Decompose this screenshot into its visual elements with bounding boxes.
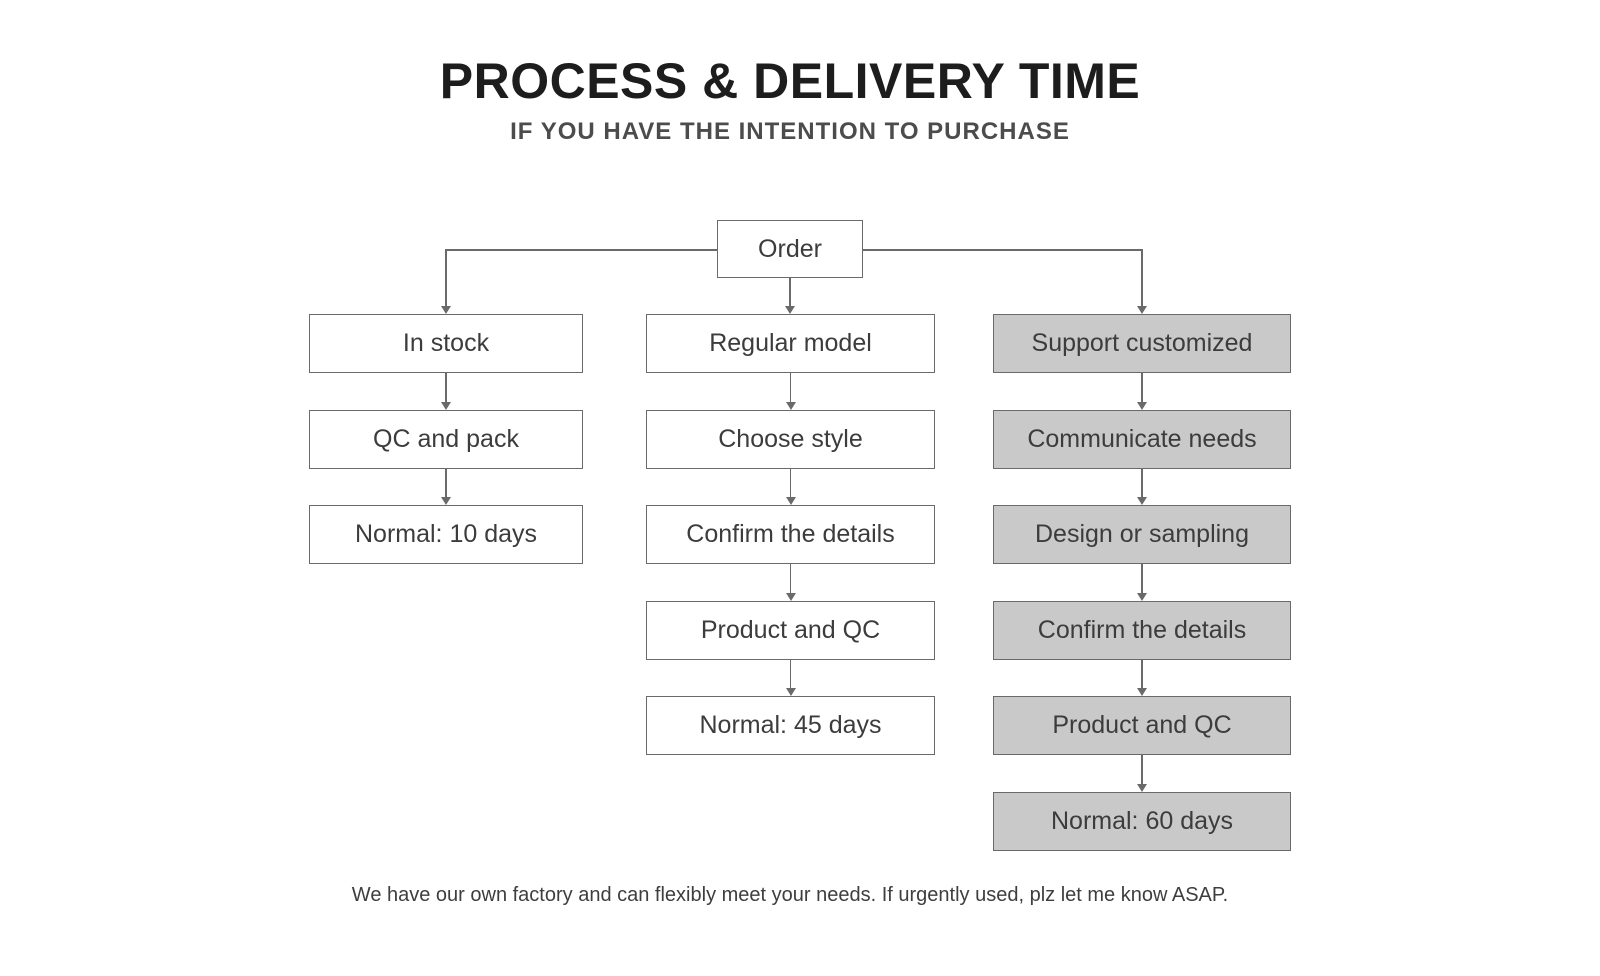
connector-horizontal-left: [445, 249, 718, 251]
connector-line: [445, 373, 447, 402]
flow-node-regular-model-0: Regular model: [646, 314, 935, 373]
arrow-down-icon: [1137, 592, 1147, 601]
arrow-down-connector: [646, 659, 935, 696]
connector-horizontal-right: [863, 249, 1143, 251]
page-subtitle: IF YOU HAVE THE INTENTION TO PURCHASE: [510, 118, 1070, 145]
connector-line: [1141, 373, 1143, 402]
connector-line: [789, 468, 792, 498]
arrow-down-icon: [441, 497, 451, 505]
arrow-down-connector: [993, 755, 1291, 792]
connector-line: [445, 468, 447, 498]
arrow-down-icon: [441, 401, 451, 410]
footer-note: We have our own factory and can flexibly…: [351, 884, 1229, 906]
arrow-down-connector: [646, 373, 935, 410]
connector-line: [1141, 659, 1143, 689]
connector-vertical-right: [1141, 249, 1143, 306]
arrow-down-connector: [309, 468, 583, 505]
arrow-down-connector: [993, 373, 1291, 410]
connector-line: [1141, 564, 1143, 593]
flow-node-support-customized-0: Support customized: [993, 314, 1291, 373]
flow-node-support-customized-4: Product and QC: [993, 696, 1291, 755]
arrow-down-icon: [1137, 497, 1147, 505]
flow-node-order: Order: [717, 220, 863, 278]
connector-vertical-center: [789, 278, 791, 306]
arrow-down-connector: [993, 564, 1291, 601]
connector-line: [1141, 755, 1143, 784]
connector-line: [789, 564, 792, 593]
arrow-down-connector: [646, 468, 935, 505]
connector-line: [789, 659, 792, 689]
arrow-down-icon: [785, 688, 796, 696]
flow-node-regular-model-2: Confirm the details: [646, 505, 935, 564]
flow-node-in-stock-0: In stock: [309, 314, 583, 373]
flow-node-support-customized-5: Normal: 60 days: [993, 791, 1291, 851]
flow-node-support-customized-3: Confirm the details: [993, 600, 1291, 660]
flow-node-regular-model-3: Product and QC: [646, 600, 935, 660]
arrow-down-connector: [993, 659, 1291, 696]
flow-node-regular-model-4: Normal: 45 days: [646, 696, 935, 755]
page-title: PROCESS & DELIVERY TIME: [439, 53, 1141, 109]
arrow-down-icon: [785, 306, 795, 314]
arrow-down-connector: [646, 564, 935, 601]
flow-node-support-customized-2: Design or sampling: [993, 505, 1291, 564]
flow-node-regular-model-1: Choose style: [646, 409, 935, 469]
connector-vertical-left: [445, 249, 447, 306]
flow-node-support-customized-1: Communicate needs: [993, 409, 1291, 469]
arrow-down-connector: [993, 468, 1291, 505]
arrow-down-connector: [309, 373, 583, 410]
arrow-down-icon: [1137, 688, 1147, 696]
connector-line: [789, 373, 792, 402]
arrow-down-icon: [1137, 401, 1147, 410]
connector-line: [1141, 468, 1143, 498]
flow-node-in-stock-1: QC and pack: [309, 409, 583, 469]
arrow-down-icon: [785, 497, 796, 505]
arrow-down-icon: [785, 401, 796, 410]
arrow-down-icon: [441, 306, 451, 314]
flow-node-in-stock-2: Normal: 10 days: [309, 505, 583, 564]
arrow-down-icon: [1137, 783, 1147, 792]
arrow-down-icon: [785, 592, 796, 601]
arrow-down-icon: [1137, 306, 1147, 314]
